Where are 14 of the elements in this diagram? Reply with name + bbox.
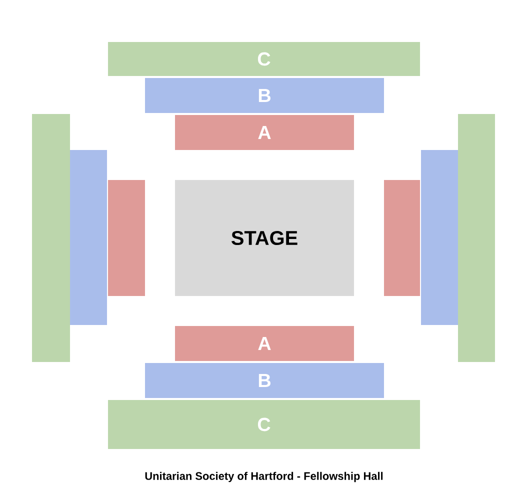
caption: Unitarian Society of Hartford - Fellowship Hall <box>145 472 383 482</box>
seating-section: C <box>108 400 420 449</box>
seating-section: B <box>145 78 384 113</box>
seating-section: C <box>108 42 420 76</box>
stage-area: STAGE <box>175 180 354 296</box>
seating-block <box>32 114 70 362</box>
seating-section: A <box>175 115 354 150</box>
seating-section: B <box>145 363 384 398</box>
seating-block <box>421 150 458 325</box>
seating-block <box>384 180 420 296</box>
seating-block <box>458 114 495 362</box>
seating-block <box>70 150 107 325</box>
seating-section: A <box>175 326 354 361</box>
seating-block <box>108 180 145 296</box>
